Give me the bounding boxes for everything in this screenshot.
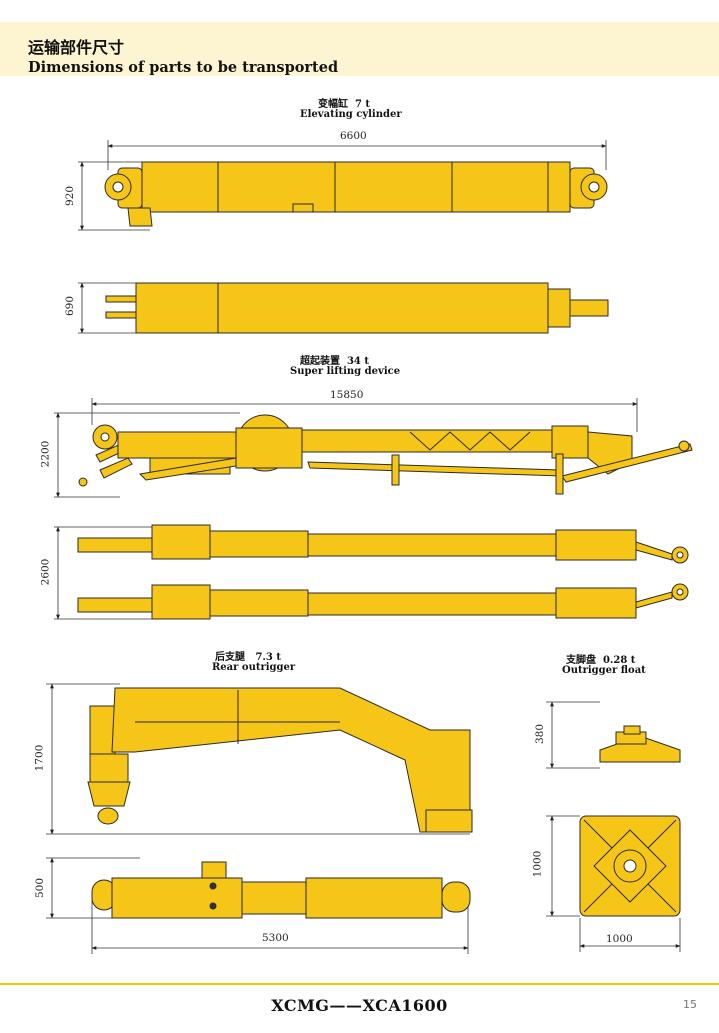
float-depth-dim: 1000 xyxy=(531,850,544,878)
page-title-cn: 运输部件尺寸 xyxy=(28,38,125,57)
outrigger-top-height-dim: 500 xyxy=(34,877,47,899)
cylinder-height-dim: 920 xyxy=(64,185,77,207)
cylinder-top-height-dim: 690 xyxy=(64,295,77,317)
superlift-side-view xyxy=(78,414,693,495)
cylinder-top-view xyxy=(105,282,609,334)
outrigger-length-dim: 5300 xyxy=(262,932,289,944)
superlift-top-view-lower xyxy=(77,583,689,620)
superlift-name-en: Super lifting device xyxy=(290,366,401,377)
cylinder-name-en: Elevating cylinder xyxy=(300,109,402,120)
page-title-en: Dimensions of parts to be transported xyxy=(28,59,339,76)
outrigger-side-view xyxy=(87,687,473,833)
cylinder-name-cn: 变幅缸 7 t xyxy=(318,99,371,110)
cylinder-length-dim: 6600 xyxy=(340,130,367,142)
float-height-dim: 380 xyxy=(534,723,547,745)
page-header xyxy=(0,22,719,76)
float-side-view xyxy=(599,725,681,763)
page-number: 15 xyxy=(683,998,697,1011)
footer-divider xyxy=(0,983,719,985)
superlift-width-dim: 2600 xyxy=(39,558,52,586)
float-name-cn: 支脚盘 0.28 t xyxy=(566,655,636,666)
superlift-name-cn: 超起装置 34 t xyxy=(300,356,369,367)
float-width-dim: 1000 xyxy=(606,933,633,945)
cylinder-side-view xyxy=(104,161,608,227)
outrigger-name-en: Rear outrigger xyxy=(212,662,296,673)
footer-title: XCMG——XCA1600 xyxy=(271,996,448,1015)
superlift-top-view-upper xyxy=(77,524,689,564)
outrigger-name-cn: 后支腿 7.3 t xyxy=(215,652,281,663)
outrigger-height-dim: 1700 xyxy=(33,744,46,772)
float-name-en: Outrigger float xyxy=(562,665,646,676)
superlift-height-dim: 2200 xyxy=(39,440,52,468)
float-top-view xyxy=(579,815,681,917)
superlift-length-dim: 15850 xyxy=(330,389,364,401)
outrigger-top-view xyxy=(91,861,471,919)
